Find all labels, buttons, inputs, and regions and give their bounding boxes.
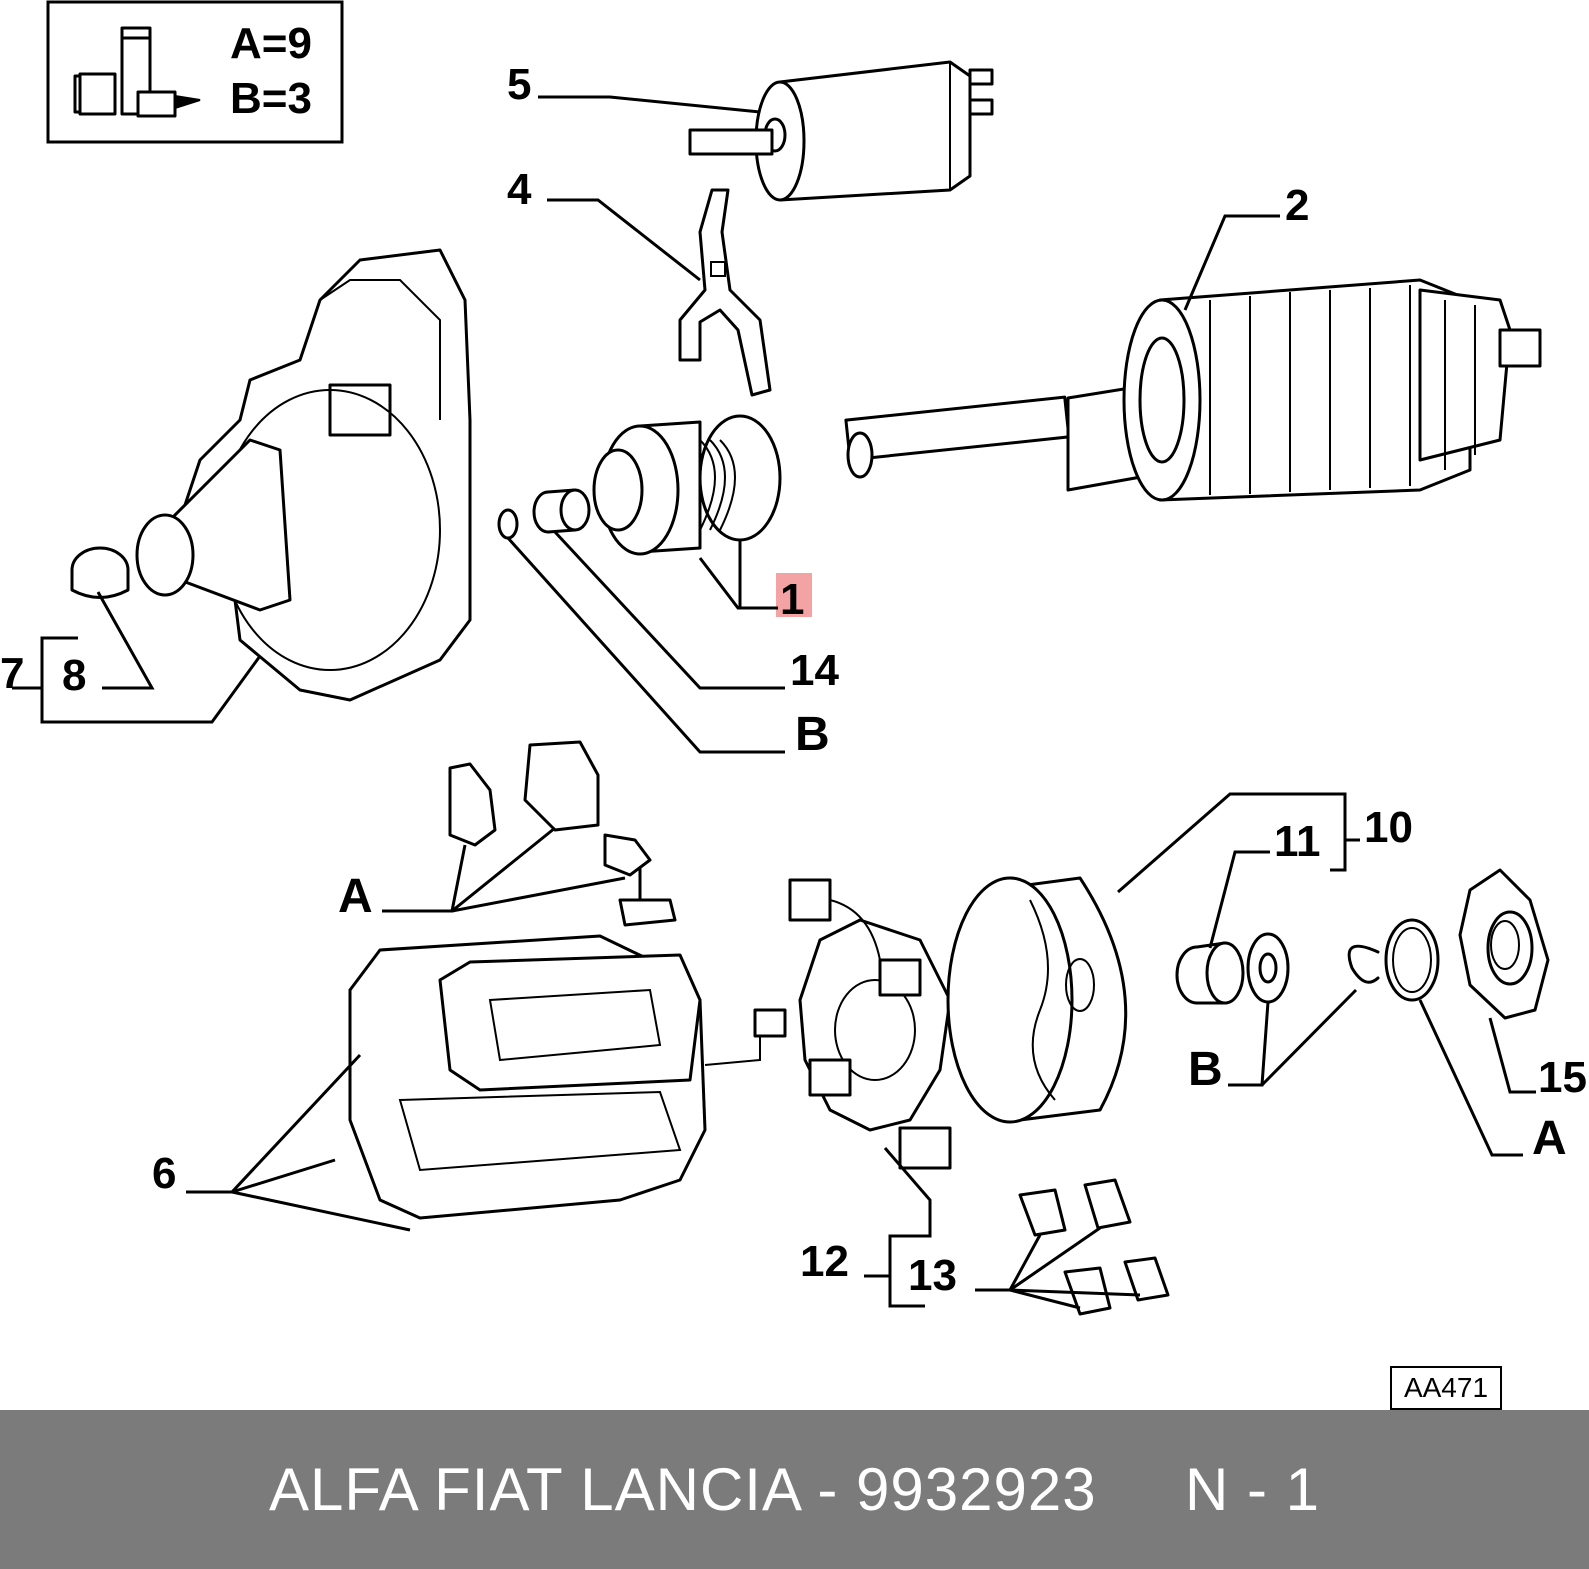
terminal-piece (448, 762, 497, 847)
exploded-parts-diagram: A=9 B=3 (0, 0, 1587, 1316)
label-4: 4 (507, 165, 532, 214)
end-bushing-part (1175, 941, 1245, 1005)
label-6: 6 (152, 1149, 176, 1198)
brushes-part (1018, 1178, 1170, 1316)
label-12: 12 (800, 1237, 849, 1286)
label-b-upper: B (795, 708, 830, 761)
grease-tube-icon (73, 26, 201, 118)
label-a-left: A (338, 870, 373, 923)
end-cap-part (1458, 868, 1550, 1020)
legend-a-value: A=9 (230, 19, 312, 68)
callout-labels: 5 4 2 1 14 B 7 8 A 6 11 10 B 15 A 12 13 (0, 60, 1587, 1300)
legend-box: A=9 B=3 (46, 0, 344, 144)
retaining-clip-part (1347, 944, 1380, 984)
highlighted-part-marker (776, 573, 812, 617)
pinion-drive-part (592, 414, 812, 617)
label-2: 2 (1285, 181, 1309, 230)
end-housing-part (946, 876, 1128, 1124)
label-15: 15 (1538, 1053, 1587, 1102)
drive-housing-part (70, 248, 472, 702)
footer-bar: ALFA FIAT LANCIA - 9932923 N - 1 (0, 1410, 1589, 1569)
label-8: 8 (62, 651, 86, 700)
field-coils-part (348, 740, 787, 1220)
fork-lever-part (678, 188, 772, 397)
thrust-washer-part (1246, 932, 1290, 1004)
o-ring-part (1384, 918, 1440, 1002)
label-10: 10 (1364, 803, 1413, 852)
footer-part-number: ALFA FIAT LANCIA - 9932923 N - 1 (269, 1456, 1320, 1523)
brush-holder-part (788, 878, 952, 1170)
label-11: 11 (1274, 817, 1321, 866)
leader-lines (12, 95, 1536, 1310)
armature-part (844, 278, 1542, 502)
bushing-part (532, 488, 591, 534)
label-14: 14 (790, 646, 839, 695)
label-b-lower: B (1188, 1043, 1223, 1096)
snap-ring-part (497, 508, 519, 540)
insulator-block (523, 740, 600, 832)
label-13: 13 (908, 1251, 957, 1300)
drawing-code-box: AA471 (1390, 1366, 1502, 1410)
label-a-right: A (1532, 1112, 1567, 1165)
label-7: 7 (0, 649, 24, 698)
legend-b-value: B=3 (230, 74, 312, 123)
label-5: 5 (507, 60, 531, 109)
solenoid-part (688, 60, 994, 202)
label-1: 1 (780, 575, 804, 624)
